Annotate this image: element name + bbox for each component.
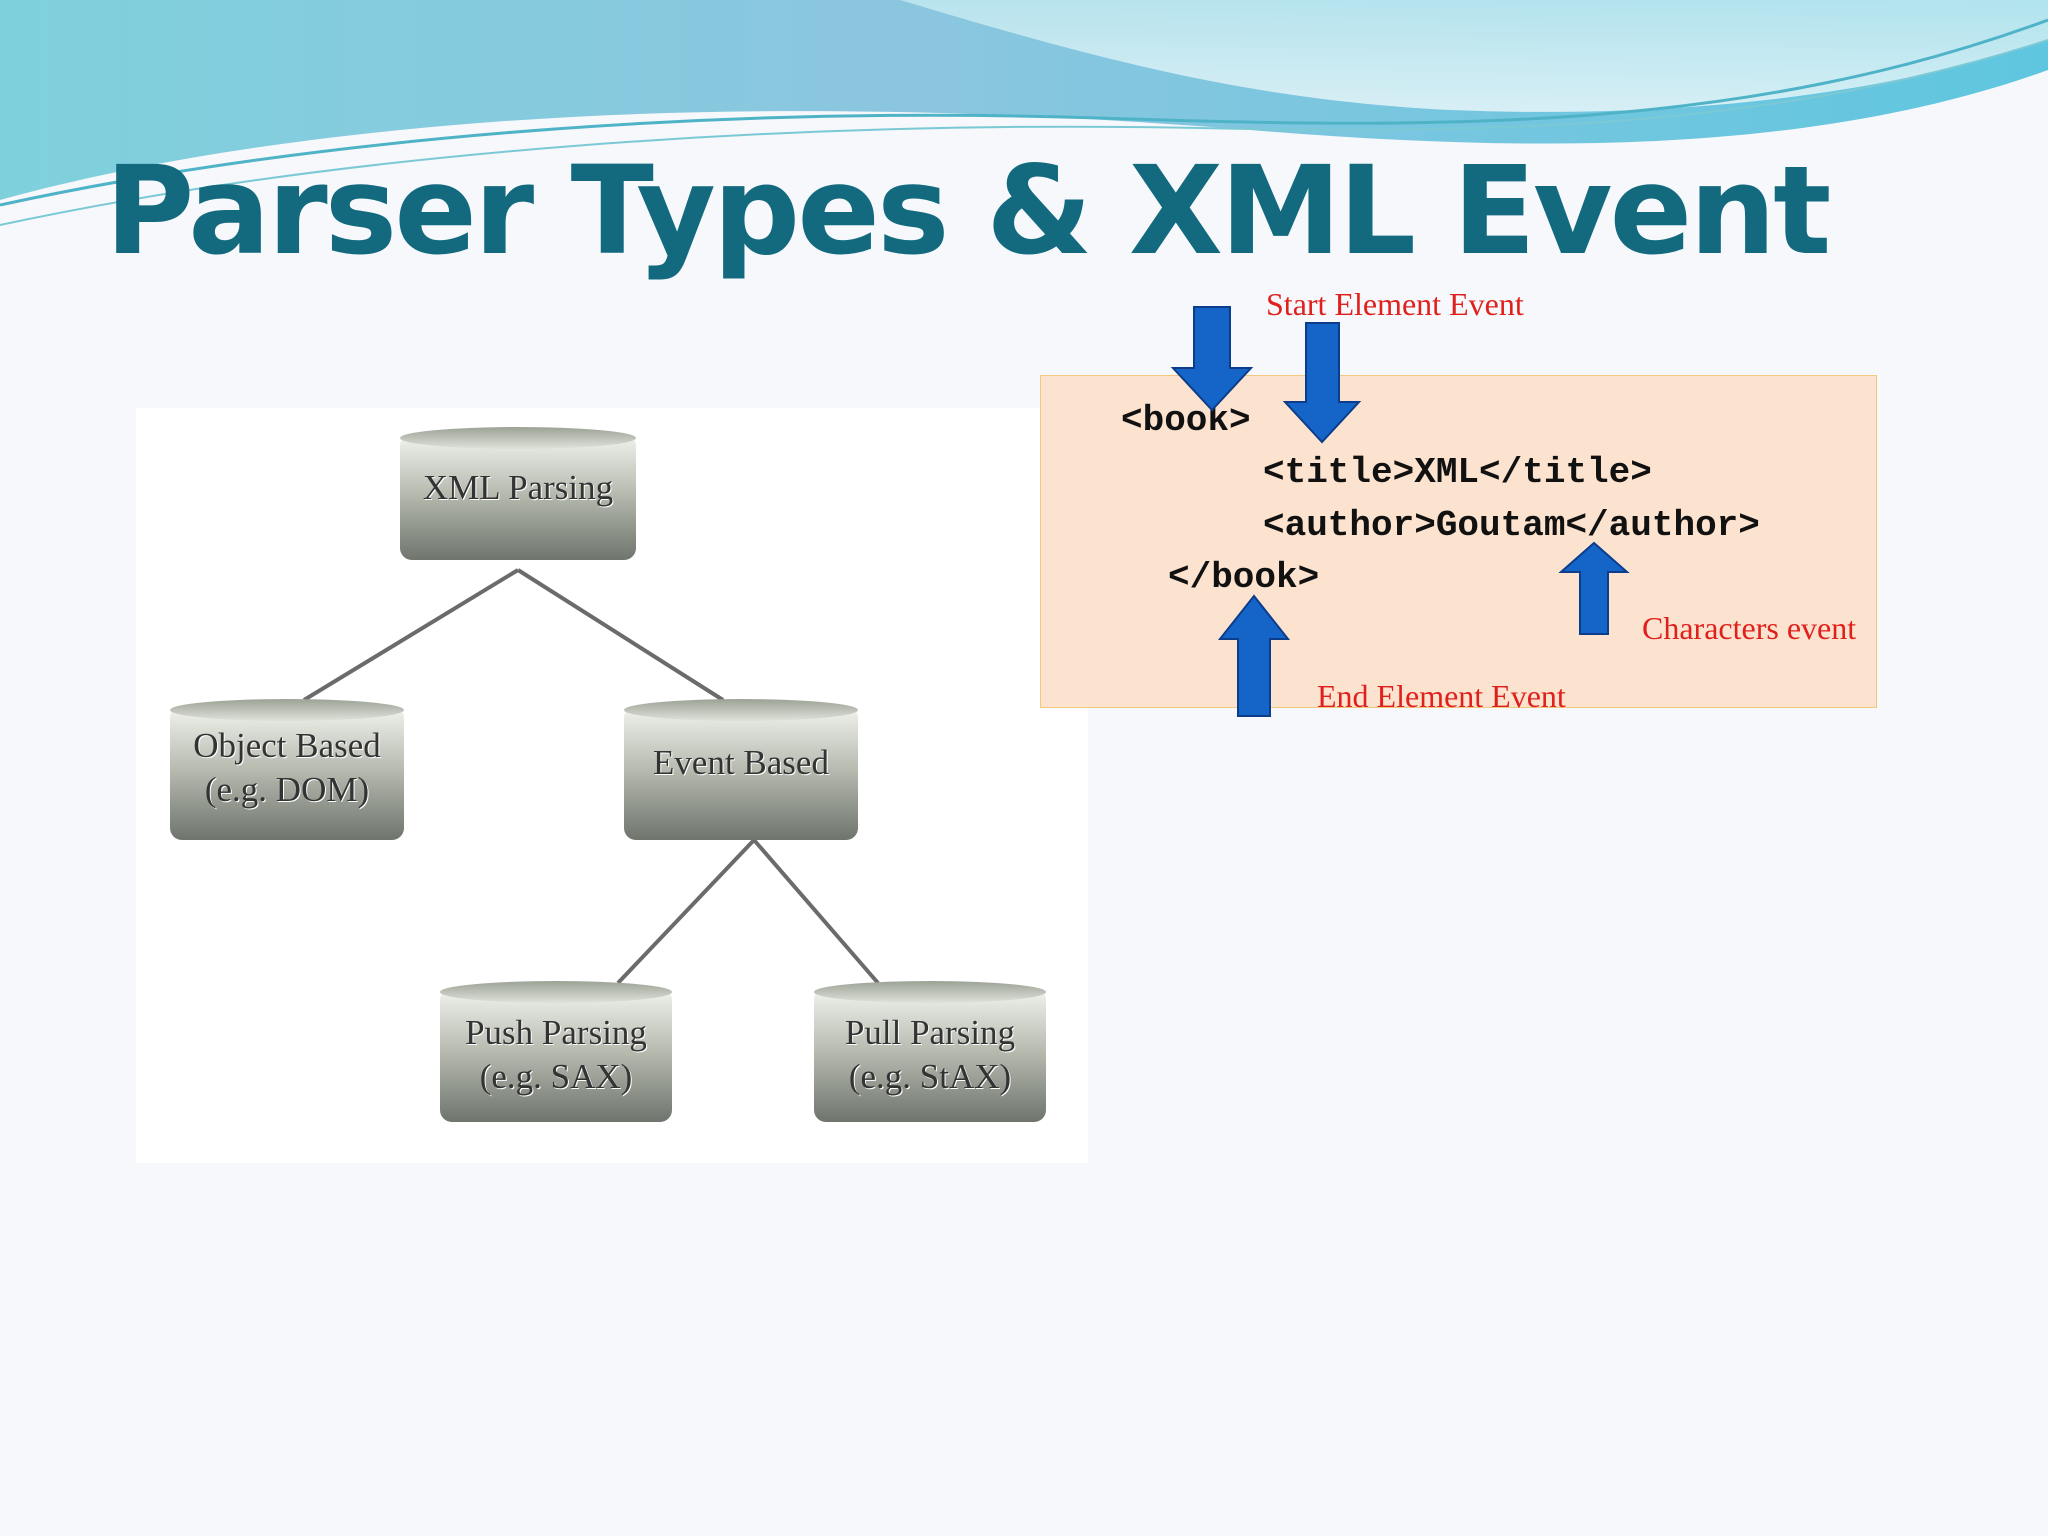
node-event-based-label: Event Based: [653, 743, 829, 783]
characters-event-label: Characters event: [1642, 610, 1857, 646]
xml-line-author: <author>Goutam</author>: [1263, 505, 1760, 546]
slide-title: Parser Types & XML Event: [105, 140, 1831, 282]
node-xml-parsing-shape: [400, 427, 636, 560]
node-object-based-label: Object Based: [193, 726, 381, 766]
edge-event-pull: [752, 838, 880, 985]
node-event-based-shape: [624, 699, 858, 840]
xml-line-book-open: <book>: [1121, 400, 1251, 441]
node-pull-parsing-shape: [814, 981, 1046, 1122]
end-event-arrow-icon: [1217, 594, 1291, 717]
wave-line-1: [0, 18, 2048, 207]
node-xml-parsing-label: XML Parsing: [422, 468, 614, 508]
wave-banner: [0, 0, 2048, 226]
node-object-based-example: (e.g. DOM): [204, 770, 370, 809]
node-push-parsing-example: (e.g. SAX): [479, 1057, 633, 1096]
end-element-event-label: End Element Event: [1317, 678, 1566, 714]
wave-line-2: [0, 39, 2048, 226]
edge-root-event: [516, 568, 725, 702]
edge-event-push: [616, 838, 756, 985]
xml-example-box: [1040, 375, 1877, 708]
node-pull-parsing-example: (e.g. StAX): [848, 1057, 1012, 1096]
start-event-arrow-2-icon: [1282, 322, 1362, 444]
node-object-based: Object Based (e.g. DOM): [170, 713, 404, 823]
edge-root-object: [302, 568, 520, 702]
wave-highlight: [900, 0, 2048, 112]
xml-line-title: <title>XML</title>: [1263, 452, 1652, 493]
start-event-arrow-1-icon: [1170, 306, 1254, 412]
node-event-based: Event Based: [624, 728, 858, 798]
node-xml-parsing: XML Parsing: [400, 448, 636, 528]
node-object-based-shape: [170, 699, 404, 840]
xml-line-book-close: </book>: [1168, 557, 1320, 598]
tree-graphics: [170, 427, 1046, 1122]
node-push-parsing: Push Parsing (e.g. SAX): [440, 1000, 672, 1110]
characters-event-arrow-icon: [1558, 541, 1630, 635]
node-push-parsing-shape: [440, 981, 672, 1122]
node-pull-parsing: Pull Parsing (e.g. StAX): [814, 1000, 1046, 1110]
node-pull-parsing-label: Pull Parsing: [844, 1013, 1016, 1053]
node-push-parsing-label: Push Parsing: [465, 1013, 647, 1053]
parser-tree-diagram: XML Parsing Object Based (e.g. DOM) Even…: [136, 408, 1088, 1163]
start-element-event-label: Start Element Event: [1266, 286, 1524, 322]
